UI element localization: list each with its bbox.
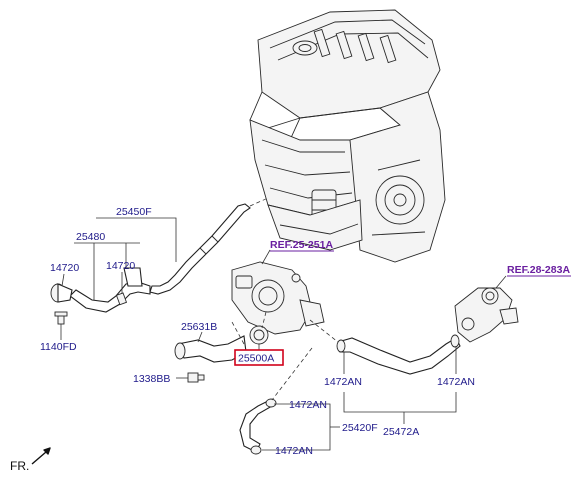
label-1472AN-mid[interactable]: 1472AN	[324, 376, 362, 388]
bracket-clip	[123, 267, 143, 287]
reference-28-283A[interactable]: REF.28-283A	[507, 264, 570, 276]
label-14720-right[interactable]: 14720	[106, 260, 135, 272]
label-25450F[interactable]: 25450F	[116, 206, 152, 218]
dashed-link-housing-gasket	[261, 311, 267, 329]
dashed-link-hose-lower	[271, 347, 313, 401]
hose-25472A	[336, 334, 461, 375]
label-25472A[interactable]: 25472A	[383, 426, 419, 438]
reference-25-251A[interactable]: REF.25-251A	[270, 239, 333, 251]
dashed-link-housing-hose	[309, 319, 339, 343]
bolt-1140FD	[54, 311, 68, 325]
front-arrow-icon	[31, 447, 51, 465]
bolt-1338BB	[187, 372, 205, 383]
label-25500A[interactable]: 25500A	[238, 353, 274, 365]
label-1472AN-lower-lower[interactable]: 1472AN	[275, 445, 313, 457]
dashed-link-pipe-engine	[249, 197, 269, 207]
highlight-box-25500A	[234, 349, 284, 366]
label-1472AN-right[interactable]: 1472AN	[437, 376, 475, 388]
label-25420F[interactable]: 25420F	[342, 422, 378, 434]
hose-25420F	[239, 398, 277, 455]
label-1140FD[interactable]: 1140FD	[40, 341, 77, 353]
label-1338BB[interactable]: 1338BB	[133, 373, 170, 385]
engine-illustration	[249, 9, 446, 263]
label-25480[interactable]: 25480	[76, 231, 105, 243]
thermostat-gasket	[249, 325, 269, 345]
label-1472AN-lower-upper[interactable]: 1472AN	[289, 399, 327, 411]
water-outlet-fitting	[454, 287, 519, 343]
hose-clamp-left	[50, 283, 73, 303]
water-control-housing	[231, 261, 325, 335]
leader-lines	[60, 217, 507, 451]
front-label: FR.	[10, 459, 29, 473]
label-25631B[interactable]: 25631B	[181, 321, 217, 333]
label-14720-left[interactable]: 14720	[50, 262, 79, 274]
